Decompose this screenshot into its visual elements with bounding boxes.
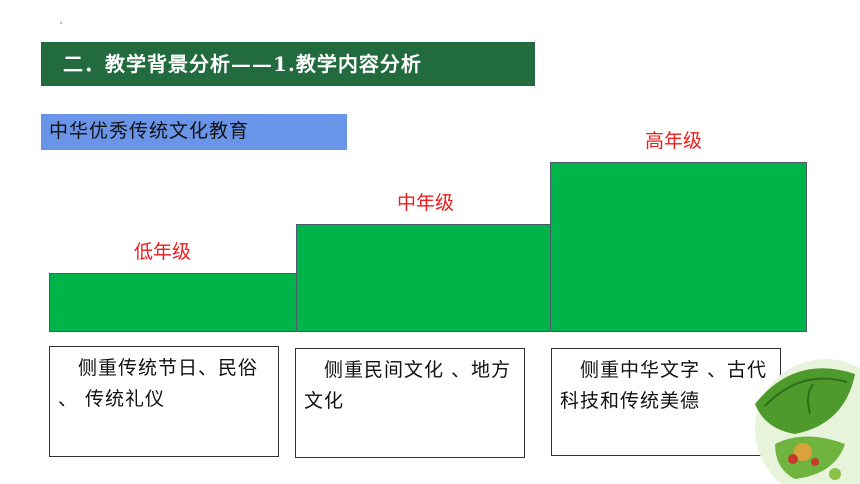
level-label-mid: 中年级 xyxy=(397,192,455,214)
subject-label: 中华优秀传统文化教育 xyxy=(41,114,347,150)
section-title: 二．教学背景分析——1.教学内容分析 xyxy=(41,42,535,86)
level-label-high: 高年级 xyxy=(645,130,703,152)
corner-mark xyxy=(60,22,62,24)
step-mid xyxy=(296,224,551,332)
step-low xyxy=(49,273,297,332)
level-label-low: 低年级 xyxy=(134,241,192,263)
step-high xyxy=(550,162,807,332)
focus-box-low: 侧重传统节日、民俗 、 传统礼仪 xyxy=(49,346,279,457)
decorative-lotus-illustration xyxy=(755,359,860,484)
focus-box-mid: 侧重民间文化 、地方文化 xyxy=(295,348,525,458)
focus-box-high: 侧重中华文字 、古代科技和传统美德 xyxy=(551,348,781,456)
